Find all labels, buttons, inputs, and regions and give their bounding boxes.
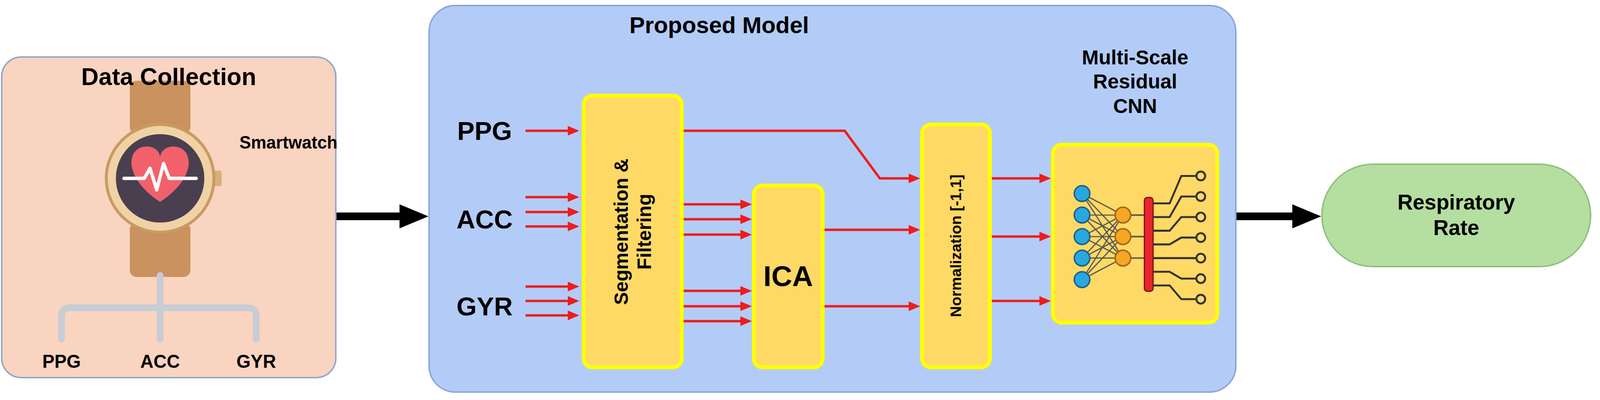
watch-case — [106, 124, 214, 233]
neuron — [1115, 250, 1131, 267]
signal-label: ACC — [456, 203, 513, 236]
box-heading: Multi-Scale Residual CNN — [1078, 45, 1192, 119]
watch-face — [115, 134, 205, 223]
signal-label: PPG — [457, 115, 513, 147]
neuron — [1074, 271, 1090, 288]
signal-label: GYR — [236, 350, 276, 374]
connector-arrow — [824, 228, 915, 232]
label-slot: Smartwatch — [144, 132, 433, 153]
process-box: Normalization [-1,1] — [920, 122, 992, 370]
connector-arrow — [991, 235, 1046, 238]
connector-arrow — [1236, 212, 1302, 221]
connector-arrow — [991, 300, 1046, 303]
neuron — [1074, 250, 1090, 267]
circuit-line — [1152, 271, 1196, 279]
circuit-line — [1152, 196, 1196, 218]
circuit-pad — [1196, 294, 1206, 304]
neuron — [1074, 228, 1090, 245]
output-pill: Respiratory Rate — [1321, 163, 1592, 268]
circuit-line — [1152, 237, 1196, 245]
box-label: Normalization [-1,1] — [946, 174, 965, 318]
connector-arrow — [991, 177, 1046, 180]
box-label: ICA — [763, 259, 813, 294]
connector-arrow — [683, 305, 747, 308]
connector-arrow — [683, 203, 747, 206]
circuit-line — [1152, 175, 1196, 204]
process-box: ICA — [751, 183, 825, 370]
connector-arrow — [824, 305, 915, 308]
title-slot: Data Collection — [0, 62, 410, 92]
circuit-pad — [1196, 233, 1206, 242]
panel-title: Data Collection — [81, 62, 257, 92]
input-arrow — [525, 211, 574, 214]
input-arrow — [525, 196, 574, 199]
signal-label: ACC — [140, 350, 180, 374]
process-box: Segmentation & Filtering — [581, 93, 684, 370]
box-label: Respiratory Rate — [1392, 189, 1520, 241]
input-arrow — [525, 285, 574, 288]
circuit-line — [1152, 257, 1196, 260]
circuit-line — [1152, 285, 1196, 300]
input-arrow — [525, 314, 574, 317]
connector-arrow — [683, 289, 747, 293]
network-icon — [1054, 146, 1216, 321]
neuron — [1074, 185, 1090, 202]
network-link — [1082, 214, 1124, 280]
circuit-pad — [1196, 253, 1206, 263]
box-label: Segmentation & Filtering — [609, 145, 656, 319]
signal-label: GYR — [456, 290, 513, 323]
circuit-pad — [1196, 171, 1206, 181]
neuron — [1115, 228, 1131, 245]
circuit-pad — [1196, 192, 1206, 201]
circuit-pad — [1196, 274, 1206, 283]
connector-arrow — [683, 218, 747, 221]
panel-title: Proposed Model — [629, 11, 809, 40]
connector-arrow — [683, 320, 747, 323]
model-box: Multi-Scale Residual CNN — [1050, 142, 1220, 325]
heading-slot: Multi-Scale Residual CNN — [1050, 45, 1220, 119]
input-arrow — [525, 300, 574, 303]
circuit-line — [1152, 216, 1196, 231]
panel-fill — [0, 56, 337, 379]
panel: Proposed ModelSegmentation & FilteringIC… — [428, 4, 1237, 393]
circuit-pad — [1196, 212, 1206, 222]
title-slot: Proposed Model — [478, 11, 960, 40]
signal-label: PPG — [42, 350, 81, 374]
connector-arrow — [683, 233, 747, 237]
connector-arrow — [336, 212, 410, 221]
device-label: Smartwatch — [239, 132, 338, 153]
input-arrow — [525, 225, 574, 228]
pulse-line — [124, 163, 197, 190]
chip-bar — [1144, 197, 1153, 292]
panel: Data Collection — [0, 56, 337, 379]
input-arrow — [525, 129, 574, 133]
neuron — [1115, 207, 1131, 224]
neuron — [1074, 207, 1090, 224]
